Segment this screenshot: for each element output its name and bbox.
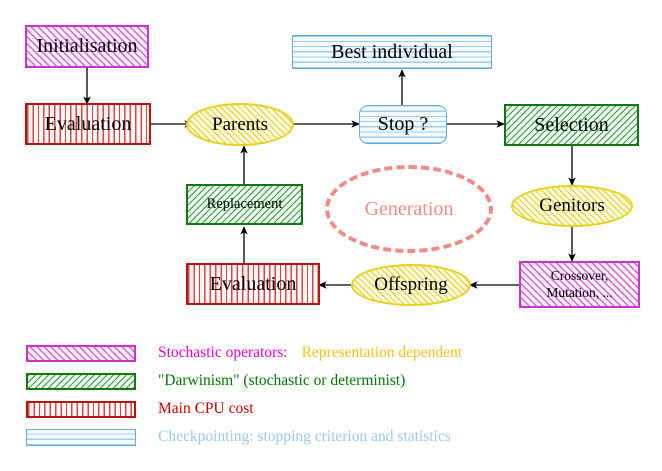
legend-row-darwinism: "Darwinism" (stochastic or determinist) xyxy=(26,370,405,392)
node-evaluation-bottom[interactable]: Evaluation xyxy=(186,263,320,305)
node-offspring[interactable]: Offspring xyxy=(351,264,471,306)
node-parents[interactable]: Parents xyxy=(186,103,294,146)
node-stop[interactable]: Stop ? xyxy=(359,105,447,144)
legend-label-darwinism: "Darwinism" (stochastic or determinist) xyxy=(158,372,406,389)
node-initialisation[interactable]: Initialisation xyxy=(25,25,149,68)
legend-label-checkpointing: Checkpointing: stopping criterion and st… xyxy=(158,428,451,445)
node-best-individual[interactable]: Best individual xyxy=(292,35,492,69)
legend-row-stochastic: Stochastic operators: Representation dep… xyxy=(26,342,462,364)
legend-row-checkpointing: Checkpointing: stopping criterion and st… xyxy=(26,426,451,448)
generation-label: Generation xyxy=(364,197,454,220)
legend-label-stochastic-operators: Stochastic operators: xyxy=(158,344,288,361)
node-genitors[interactable]: Genitors xyxy=(511,185,633,227)
node-crossover-mutation[interactable]: Crossover, Mutation, ... xyxy=(519,261,640,308)
node-replacement[interactable]: Replacement xyxy=(186,184,303,225)
legend-swatch-green-diagonal-hatch xyxy=(26,372,136,390)
legend-label-main-cpu-cost: Main CPU cost xyxy=(158,400,254,417)
legend-label-representation-dependent: Representation dependent xyxy=(301,344,463,361)
node-evaluation-top[interactable]: Evaluation xyxy=(25,103,151,145)
node-selection[interactable]: Selection xyxy=(504,104,639,146)
legend-swatch-red-vertical-hatch xyxy=(26,400,136,418)
legend-row-cpu-cost: Main CPU cost xyxy=(26,398,254,420)
legend: Stochastic operators: Representation dep… xyxy=(0,336,662,456)
node-generation-cycle: Generation xyxy=(325,165,493,253)
legend-swatch-magenta-diagonal-hatch xyxy=(26,344,136,362)
legend-swatch-blue-horizontal-hatch xyxy=(26,428,136,446)
